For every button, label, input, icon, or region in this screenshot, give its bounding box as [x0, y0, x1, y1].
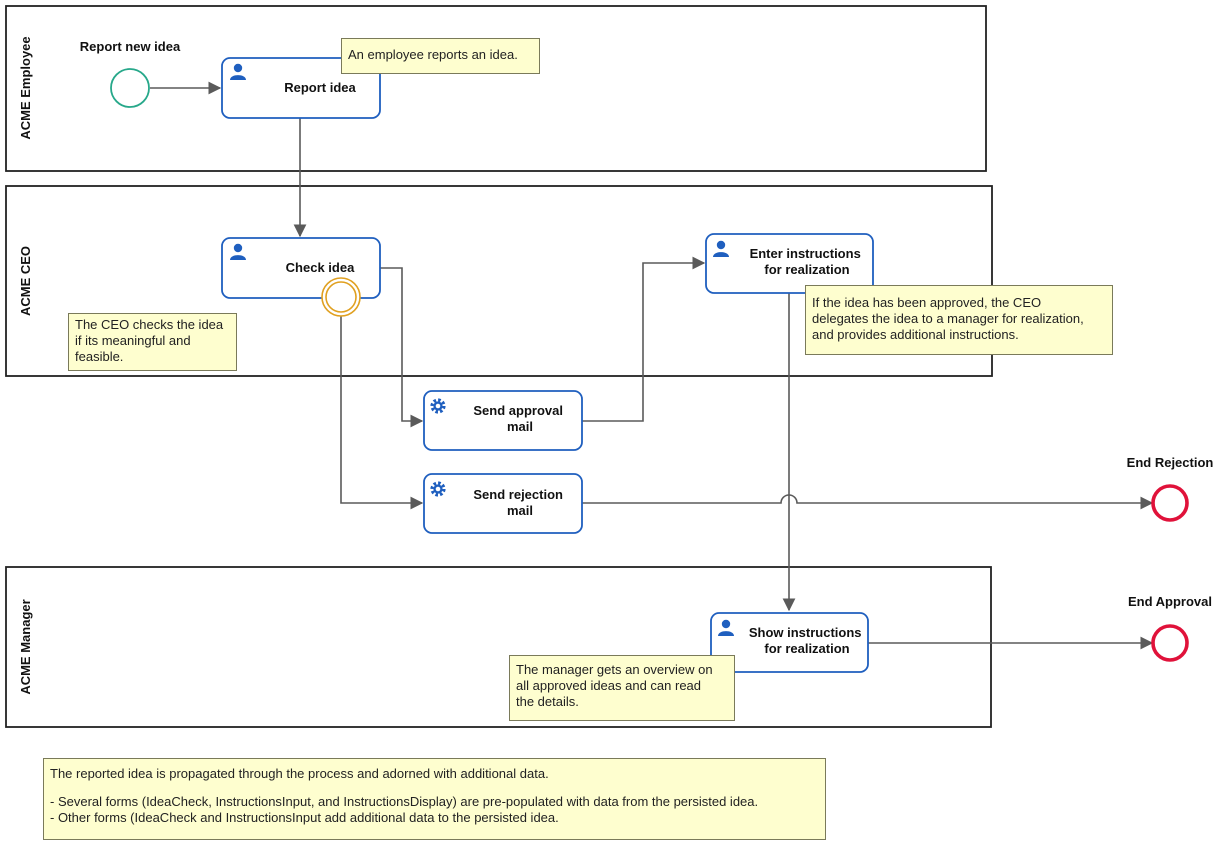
- end-event-rejection[interactable]: [1151, 484, 1189, 522]
- end-event-approval[interactable]: [1151, 624, 1189, 662]
- annotation-line: The manager gets an overview on: [516, 662, 713, 677]
- annotation-data-propagation[interactable]: The reported idea is propagated through …: [43, 758, 826, 840]
- flow-boundary-to-send-rejection[interactable]: [340, 315, 424, 510]
- annotation-line: The CEO checks the idea: [75, 317, 224, 332]
- start-event[interactable]: [110, 68, 150, 108]
- task-send-approval-mail[interactable]: Send approval mail: [423, 390, 583, 451]
- annotation-line: and provides additional instructions.: [812, 327, 1019, 342]
- lane-acme-manager[interactable]: ACME Manager: [5, 566, 992, 728]
- annotation-intro: The reported idea is propagated through …: [50, 766, 549, 781]
- lane-label-employee: ACME Employee: [18, 36, 33, 139]
- start-event-label: Report new idea: [80, 39, 181, 54]
- annotation-bullet: - Other forms (IdeaCheck and Instruction…: [50, 810, 559, 825]
- flow-check-to-send-approval[interactable]: [380, 267, 424, 428]
- lane-label-manager: ACME Manager: [18, 599, 33, 694]
- end-approval-label: End Approval: [1128, 594, 1212, 609]
- annotation-manager[interactable]: The manager gets an overview on all appr…: [509, 655, 735, 721]
- annotation-line: feasible.: [75, 349, 124, 364]
- annotation-line: delegates the idea to a manager for real…: [812, 311, 1084, 326]
- end-rejection-label: End Rejection: [1127, 455, 1214, 470]
- annotation-bullet: - Several forms (IdeaCheck, Instructions…: [50, 794, 759, 809]
- annotation-realization[interactable]: If the idea has been approved, the CEO d…: [805, 285, 1113, 355]
- annotation-employee[interactable]: An employee reports an idea.: [341, 38, 540, 74]
- annotation-ceo[interactable]: The CEO checks the idea if its meaningfu…: [68, 313, 237, 371]
- annotation-spacer: [50, 782, 819, 794]
- annotation-line: the details.: [516, 694, 579, 709]
- task-show-instructions[interactable]: Show instructions for realization: [710, 612, 869, 673]
- flow-send-approval-to-enter-instructions[interactable]: [582, 256, 706, 422]
- lane-acme-ceo[interactable]: ACME CEO: [5, 185, 993, 377]
- task-label: Show instructions for realization: [749, 625, 865, 656]
- sequence-flows: [150, 81, 1154, 650]
- lane-label-ceo: ACME CEO: [18, 246, 33, 316]
- task-report-idea[interactable]: Report idea: [221, 57, 381, 119]
- task-label: Report idea: [284, 80, 356, 95]
- boundary-event-check-idea[interactable]: [321, 277, 361, 317]
- task-label: Send rejection mail: [473, 487, 566, 518]
- task-label: Send approval mail: [473, 403, 566, 434]
- lane-acme-employee[interactable]: ACME Employee: [5, 5, 987, 172]
- task-label: Check idea: [286, 260, 355, 275]
- annotation-line: all approved ideas and can read: [516, 678, 702, 693]
- task-label: Enter instructions for realization: [750, 246, 865, 277]
- annotation-line: if its meaningful and: [75, 333, 191, 348]
- annotation-line: An employee reports an idea.: [348, 47, 518, 62]
- task-enter-instructions[interactable]: Enter instructions for realization: [705, 233, 874, 294]
- annotation-line: If the idea has been approved, the CEO: [812, 295, 1042, 310]
- flow-send-rejection-to-end-rejection[interactable]: [582, 494, 1154, 510]
- task-send-rejection-mail[interactable]: Send rejection mail: [423, 473, 583, 534]
